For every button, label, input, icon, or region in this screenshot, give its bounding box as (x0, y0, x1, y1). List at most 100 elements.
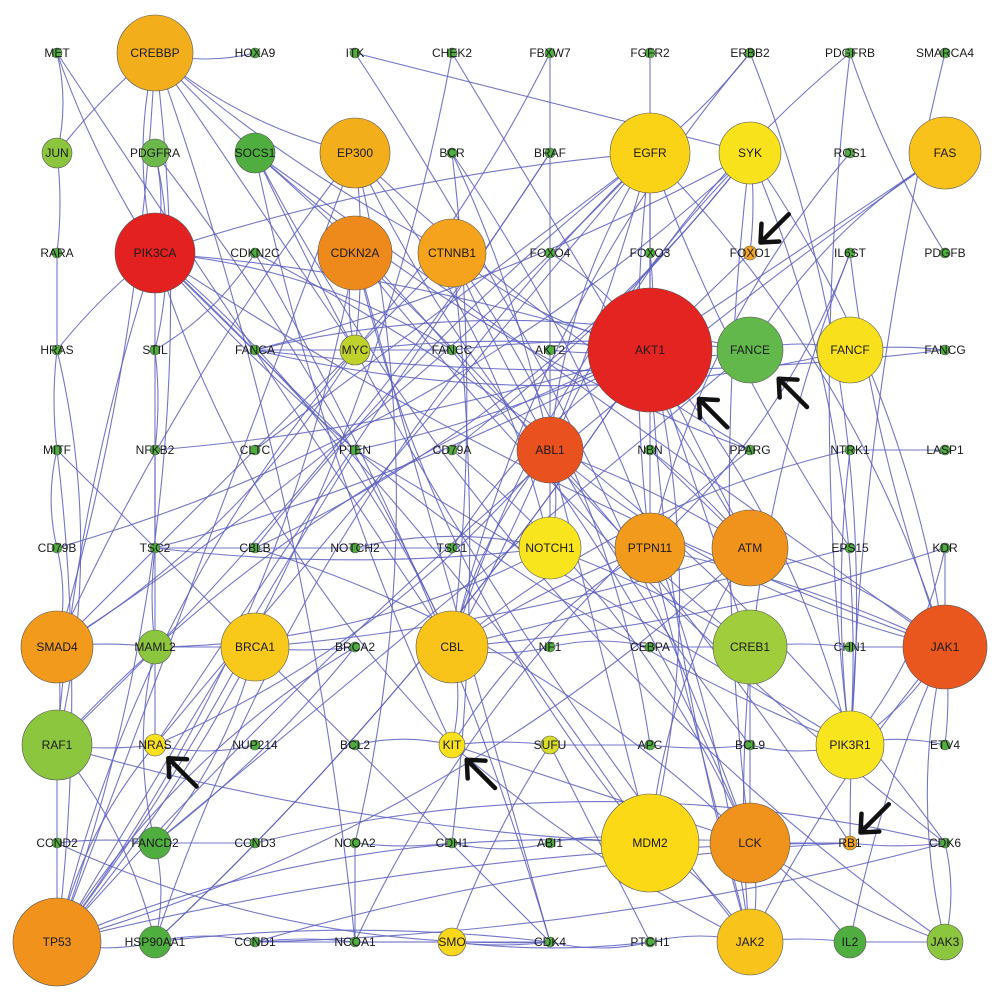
node-apc[interactable]: APC (638, 738, 663, 752)
node-circle-cltc[interactable] (249, 444, 261, 456)
node-circle-nup214[interactable] (249, 739, 261, 751)
node-circle-pik3r1[interactable] (815, 710, 885, 780)
node-pdgfra[interactable]: PDGFRA (130, 138, 180, 168)
node-smo[interactable]: SMO (437, 927, 467, 957)
node-circle-fance[interactable] (716, 316, 784, 384)
node-circle-raf1[interactable] (21, 709, 93, 781)
node-circle-egfr[interactable] (609, 112, 691, 194)
node-raf1[interactable]: RAF1 (21, 709, 93, 781)
node-circle-cdh1[interactable] (446, 837, 458, 849)
node-met[interactable]: MET (44, 46, 70, 60)
node-cdkn2a[interactable]: CDKN2A (317, 215, 393, 291)
node-circle-hsp90aa1[interactable] (138, 925, 172, 959)
node-notch2[interactable]: NOTCH2 (330, 541, 380, 555)
node-circle-tsc2[interactable] (149, 542, 161, 554)
node-pik3r1[interactable]: PIK3R1 (815, 710, 885, 780)
node-ccnd2[interactable]: CCND2 (36, 836, 78, 850)
node-chn1[interactable]: CHN1 (834, 640, 867, 654)
node-circle-ncoa2[interactable] (349, 837, 361, 849)
node-cd79b[interactable]: CD79B (38, 541, 77, 555)
node-circle-cbl[interactable] (415, 610, 489, 684)
node-itk[interactable]: ITK (346, 46, 365, 60)
node-fancf[interactable]: FANCF (816, 316, 884, 384)
node-circle-cblb[interactable] (249, 542, 261, 554)
node-ncoa1[interactable]: NCOA1 (334, 935, 376, 949)
node-circle-foxo1[interactable] (742, 245, 758, 261)
node-circle-il2[interactable] (833, 925, 867, 959)
node-circle-ptch1[interactable] (644, 936, 656, 948)
node-lasp1[interactable]: LASP1 (926, 443, 964, 457)
node-circle-notch1[interactable] (518, 516, 582, 580)
node-circle-jak1[interactable] (902, 604, 988, 690)
node-circle-bcl2[interactable] (349, 739, 361, 751)
node-circle-cdkn2a[interactable] (317, 215, 393, 291)
node-syk[interactable]: SYK (718, 121, 782, 185)
node-circle-tsc1[interactable] (446, 542, 458, 554)
node-circle-ccnd3[interactable] (249, 837, 261, 849)
node-brca1[interactable]: BRCA1 (220, 612, 290, 682)
node-jak1[interactable]: JAK1 (902, 604, 988, 690)
node-circle-erbb2[interactable] (744, 47, 756, 59)
node-circle-ccnd1[interactable] (249, 936, 261, 948)
node-ccnd1[interactable]: CCND1 (234, 935, 276, 949)
node-circle-pparg[interactable] (744, 444, 756, 456)
node-circle-akt1[interactable] (587, 287, 713, 413)
node-circle-foxo4[interactable] (544, 247, 556, 259)
node-circle-fancc[interactable] (446, 344, 458, 356)
node-circle-fancg[interactable] (939, 344, 951, 356)
node-abl1[interactable]: ABL1 (516, 416, 584, 484)
node-brca2[interactable]: BRCA2 (335, 640, 375, 654)
node-hsp90aa1[interactable]: HSP90AA1 (125, 925, 186, 959)
node-jak3[interactable]: JAK3 (926, 923, 964, 961)
node-tp53[interactable]: TP53 (12, 897, 102, 987)
node-pparg[interactable]: PPARG (729, 443, 770, 457)
node-tsc1[interactable]: TSC1 (437, 541, 468, 555)
node-circle-abl1[interactable] (516, 416, 584, 484)
node-notch1[interactable]: NOTCH1 (518, 516, 582, 580)
node-circle-maml2[interactable] (137, 629, 173, 665)
node-circle-mitf[interactable] (51, 444, 63, 456)
node-ccnd3[interactable]: CCND3 (234, 836, 276, 850)
node-fancc[interactable]: FANCC (432, 343, 473, 357)
node-circle-syk[interactable] (718, 121, 782, 185)
node-circle-smarca4[interactable] (939, 47, 951, 59)
node-smarca4[interactable]: SMARCA4 (916, 46, 974, 60)
node-circle-lasp1[interactable] (939, 444, 951, 456)
node-cdh1[interactable]: CDH1 (436, 836, 469, 850)
node-circle-ccnd2[interactable] (51, 837, 63, 849)
node-circle-foxo3[interactable] (644, 247, 656, 259)
node-nf1[interactable]: NF1 (539, 640, 562, 654)
node-ptch1[interactable]: PTCH1 (630, 935, 670, 949)
node-circle-itk[interactable] (349, 47, 361, 59)
node-etv4[interactable]: ETV4 (930, 738, 960, 752)
node-smad4[interactable]: SMAD4 (20, 610, 94, 684)
node-atm[interactable]: ATM (711, 509, 789, 587)
node-circle-fas[interactable] (908, 116, 982, 190)
node-chek2[interactable]: CHEK2 (432, 46, 472, 60)
node-circle-cebpa[interactable] (644, 641, 656, 653)
node-circle-jun[interactable] (41, 137, 73, 169)
node-circle-cdk6[interactable] (939, 837, 951, 849)
node-pten[interactable]: PTEN (339, 443, 371, 457)
node-fancg[interactable]: FANCG (924, 343, 965, 357)
node-nup214[interactable]: NUP214 (232, 738, 278, 752)
node-circle-chn1[interactable] (844, 641, 856, 653)
node-hoxa9[interactable]: HOXA9 (235, 46, 276, 60)
node-circle-rara[interactable] (51, 247, 63, 259)
node-cltc[interactable]: CLTC (240, 443, 271, 457)
node-circle-chek2[interactable] (446, 47, 458, 59)
node-circle-ptpn11[interactable] (614, 512, 686, 584)
node-circle-cd79b[interactable] (51, 542, 63, 554)
node-il6st[interactable]: IL6ST (834, 246, 867, 260)
node-akt2[interactable]: AKT2 (535, 343, 565, 357)
node-circle-cdkn2c[interactable] (249, 247, 261, 259)
node-foxo3[interactable]: FOXO3 (630, 246, 671, 260)
node-fance[interactable]: FANCE (716, 316, 784, 384)
node-erbb2[interactable]: ERBB2 (730, 46, 770, 60)
node-socs1[interactable]: SOCS1 (235, 132, 276, 174)
node-circle-bcl9[interactable] (744, 739, 756, 751)
node-myc[interactable]: MYC (339, 334, 371, 366)
node-circle-cdk4[interactable] (544, 936, 556, 948)
node-sufu[interactable]: SUFU (534, 735, 567, 755)
node-ntrk1[interactable]: NTRK1 (830, 443, 870, 457)
